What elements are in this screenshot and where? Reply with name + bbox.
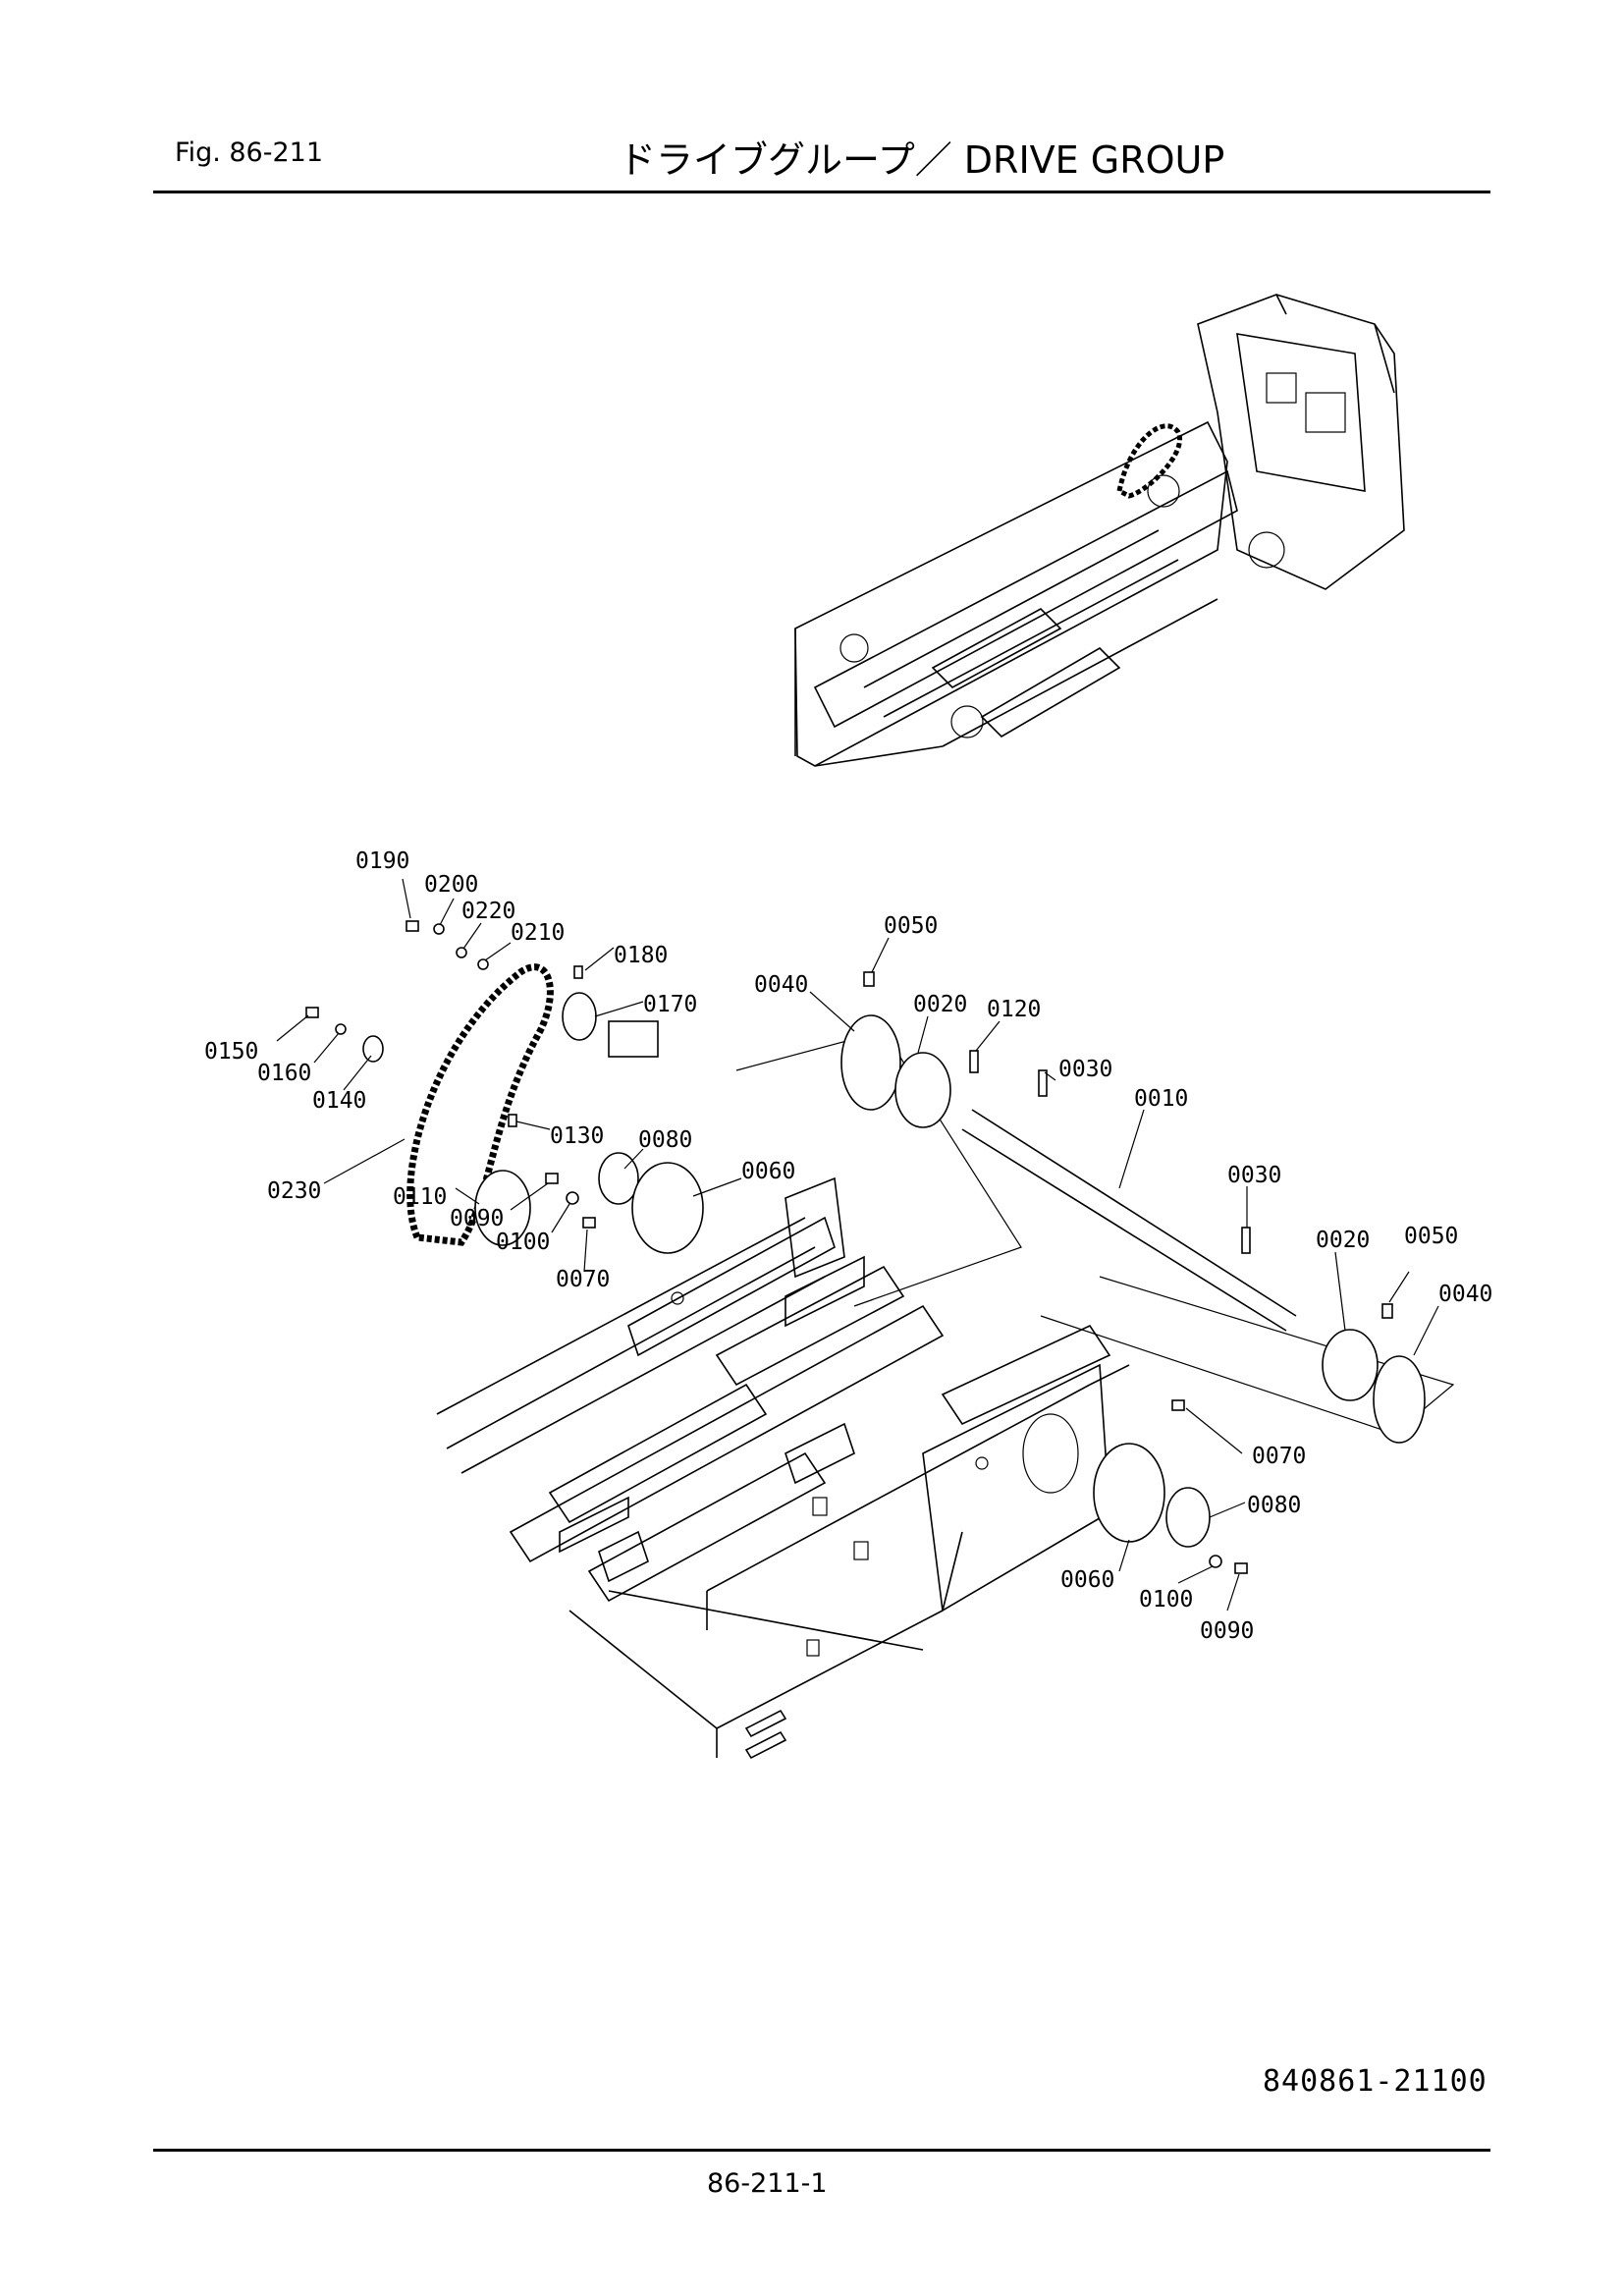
washer-0100-right xyxy=(1209,1555,1222,1568)
washer-0140 xyxy=(362,1035,384,1063)
shaft-assembly xyxy=(735,971,1455,1444)
callout-0100-right: 0100 xyxy=(1139,1587,1193,1613)
callout-0040-right: 0040 xyxy=(1438,1282,1492,1307)
callout-0060-right: 0060 xyxy=(1060,1567,1114,1593)
washer-0210 xyxy=(477,958,489,970)
callout-0090-left: 0090 xyxy=(450,1206,504,1231)
key-0120 xyxy=(969,1050,979,1073)
callout-0170: 0170 xyxy=(643,992,697,1017)
callout-0150: 0150 xyxy=(204,1039,258,1065)
callout-0220: 0220 xyxy=(461,899,515,924)
washer-0220 xyxy=(456,947,467,958)
callout-0040-left: 0040 xyxy=(754,972,808,998)
callout-0200: 0200 xyxy=(424,872,478,898)
bolt-0190 xyxy=(406,920,419,932)
flange-0060-left xyxy=(631,1162,704,1254)
sprocket-0170 xyxy=(562,992,597,1041)
callout-0190: 0190 xyxy=(355,848,409,874)
overview-frame-illustration xyxy=(794,294,1405,767)
callout-0060-left: 0060 xyxy=(741,1159,795,1184)
chain-drive xyxy=(305,920,704,1254)
sprocket-0040-right xyxy=(1373,1355,1426,1444)
washer-0200 xyxy=(433,923,445,935)
bolt-0070-right xyxy=(1171,1399,1185,1411)
setscrew-0050-right xyxy=(1381,1303,1393,1319)
callout-0110: 0110 xyxy=(393,1184,447,1210)
setscrew-0050-left xyxy=(863,971,875,987)
coupling-0020-right xyxy=(1322,1329,1379,1401)
setscrew-0180 xyxy=(573,965,583,979)
callout-0020-left: 0020 xyxy=(913,992,967,1017)
header-rule xyxy=(153,191,1490,193)
callout-0090-right: 0090 xyxy=(1200,1618,1254,1644)
bearing-0080-left xyxy=(598,1152,639,1205)
washer-0160 xyxy=(335,1023,347,1035)
callout-0210: 0210 xyxy=(511,920,565,946)
figure-label: Fig. 86-211 xyxy=(175,137,324,168)
coupling-0020-left xyxy=(894,1052,951,1128)
footer-rule xyxy=(153,2149,1490,2152)
callout-0080-left: 0080 xyxy=(638,1127,692,1153)
callout-0020-right: 0020 xyxy=(1316,1228,1370,1253)
callout-0130: 0130 xyxy=(550,1123,604,1149)
callout-0070-right: 0070 xyxy=(1252,1444,1306,1469)
page-number: 86-211-1 xyxy=(707,2168,828,2199)
setscrew-0130 xyxy=(508,1114,517,1127)
callout-0080-right: 0080 xyxy=(1247,1493,1301,1518)
page-title: ドライブグループ／ DRIVE GROUP xyxy=(619,138,1225,182)
gear-motor xyxy=(608,1020,659,1058)
callout-0010: 0010 xyxy=(1134,1086,1188,1112)
callout-0100-left: 0100 xyxy=(496,1230,550,1255)
flange-0060-right xyxy=(1093,1443,1165,1543)
right-bearing-set xyxy=(1093,1399,1248,1574)
callout-0050-left: 0050 xyxy=(884,913,938,939)
bolt-0070-left xyxy=(582,1217,596,1229)
bolt-0150 xyxy=(305,1007,319,1018)
callout-0140: 0140 xyxy=(312,1088,366,1114)
callout-labels: 0190 0200 0220 0210 0180 0170 0150 0160 … xyxy=(204,848,1492,1644)
sprocket-0040-left xyxy=(840,1014,901,1111)
callout-0230: 0230 xyxy=(267,1178,321,1204)
key-0030-lower xyxy=(1241,1227,1251,1254)
main-frame-illustration xyxy=(436,1176,1130,1760)
callout-0050-right: 0050 xyxy=(1404,1224,1458,1249)
callout-0070-left: 0070 xyxy=(556,1267,610,1292)
callout-0180: 0180 xyxy=(614,943,668,968)
washer-0100-left xyxy=(566,1191,579,1205)
callout-0030-lower: 0030 xyxy=(1227,1163,1281,1188)
callout-0160: 0160 xyxy=(257,1061,311,1086)
bolt-0090-right xyxy=(1234,1562,1248,1574)
chain-0230 xyxy=(406,963,554,1246)
bearing-0080-right xyxy=(1165,1487,1211,1548)
document-number: 840861-21100 xyxy=(1263,2064,1488,2099)
callout-0030-upper: 0030 xyxy=(1058,1057,1112,1082)
key-0030-upper xyxy=(1038,1069,1048,1097)
sprocket-0110 xyxy=(474,1170,531,1246)
leader-lines xyxy=(276,878,1439,1612)
bolt-0090-left xyxy=(545,1173,559,1184)
callout-0120: 0120 xyxy=(987,997,1041,1022)
